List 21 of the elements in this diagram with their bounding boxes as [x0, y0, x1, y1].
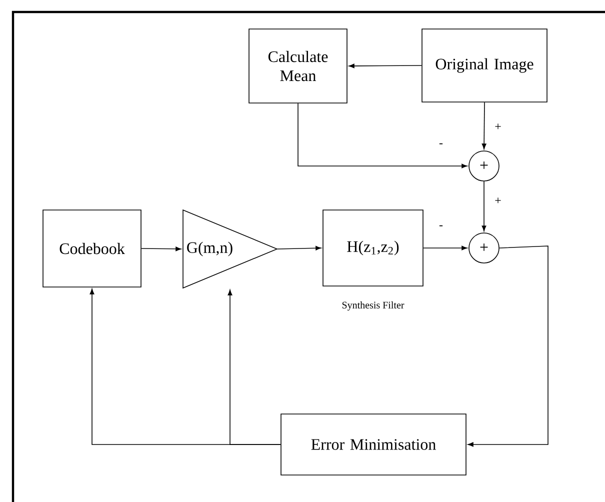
process-box: Codebook	[42, 210, 142, 288]
process-box: Original Image	[422, 28, 548, 102]
node-label: Synthesis Filter	[342, 301, 404, 311]
arrow	[298, 103, 468, 168]
arrow	[482, 180, 486, 232]
sign-label: -	[438, 142, 444, 148]
arrow	[228, 290, 281, 445]
summing-junction: +	[468, 150, 500, 182]
summing-junction: +	[468, 232, 500, 264]
sign-label: -	[438, 224, 444, 230]
arrow	[348, 64, 422, 68]
process-box: Error Minimisation	[280, 414, 466, 476]
arrow	[482, 102, 486, 150]
process-box: Calculate Mean	[248, 28, 348, 104]
arrow	[141, 246, 182, 252]
arrow	[423, 246, 468, 250]
sign-label: +	[494, 196, 502, 206]
arrow	[277, 246, 322, 250]
arrow	[468, 246, 548, 447]
process-box: H(z$_{1}$,z$_{2}$)	[322, 210, 424, 286]
sign-label: +	[494, 122, 502, 132]
